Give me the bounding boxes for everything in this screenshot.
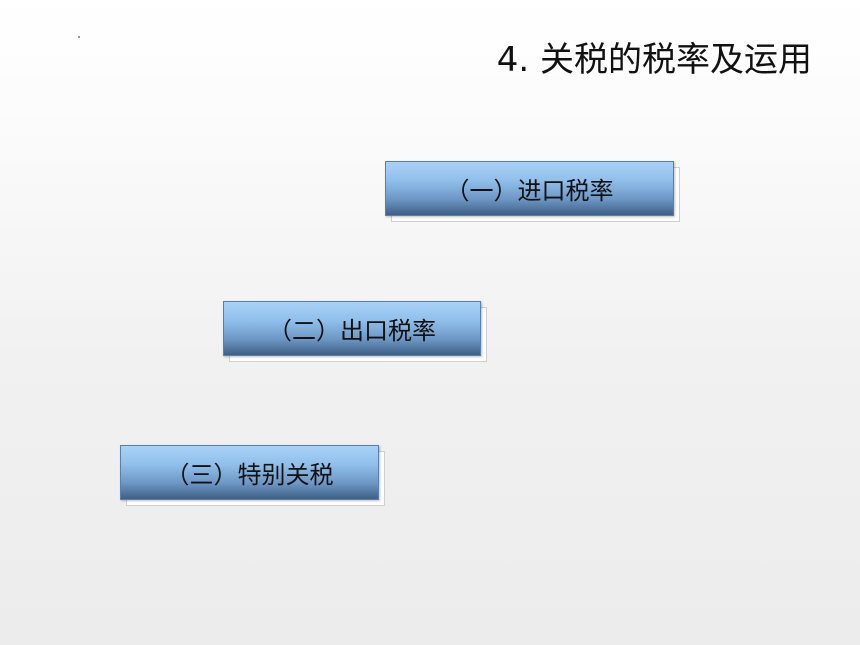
slide-title: 4. 关税的税率及运用 <box>496 40 812 80</box>
section-button-label[interactable]: （二）出口税率 <box>223 301 481 356</box>
section-button-special-tariff[interactable]: （三）特别关税 <box>120 445 385 506</box>
section-button-label[interactable]: （三）特别关税 <box>120 445 379 500</box>
section-button-import-rate[interactable]: （一）进口税率 <box>385 161 680 222</box>
section-button-label[interactable]: （一）进口税率 <box>385 161 674 216</box>
decorative-dot <box>78 36 80 38</box>
section-button-export-rate[interactable]: （二）出口税率 <box>223 301 487 362</box>
